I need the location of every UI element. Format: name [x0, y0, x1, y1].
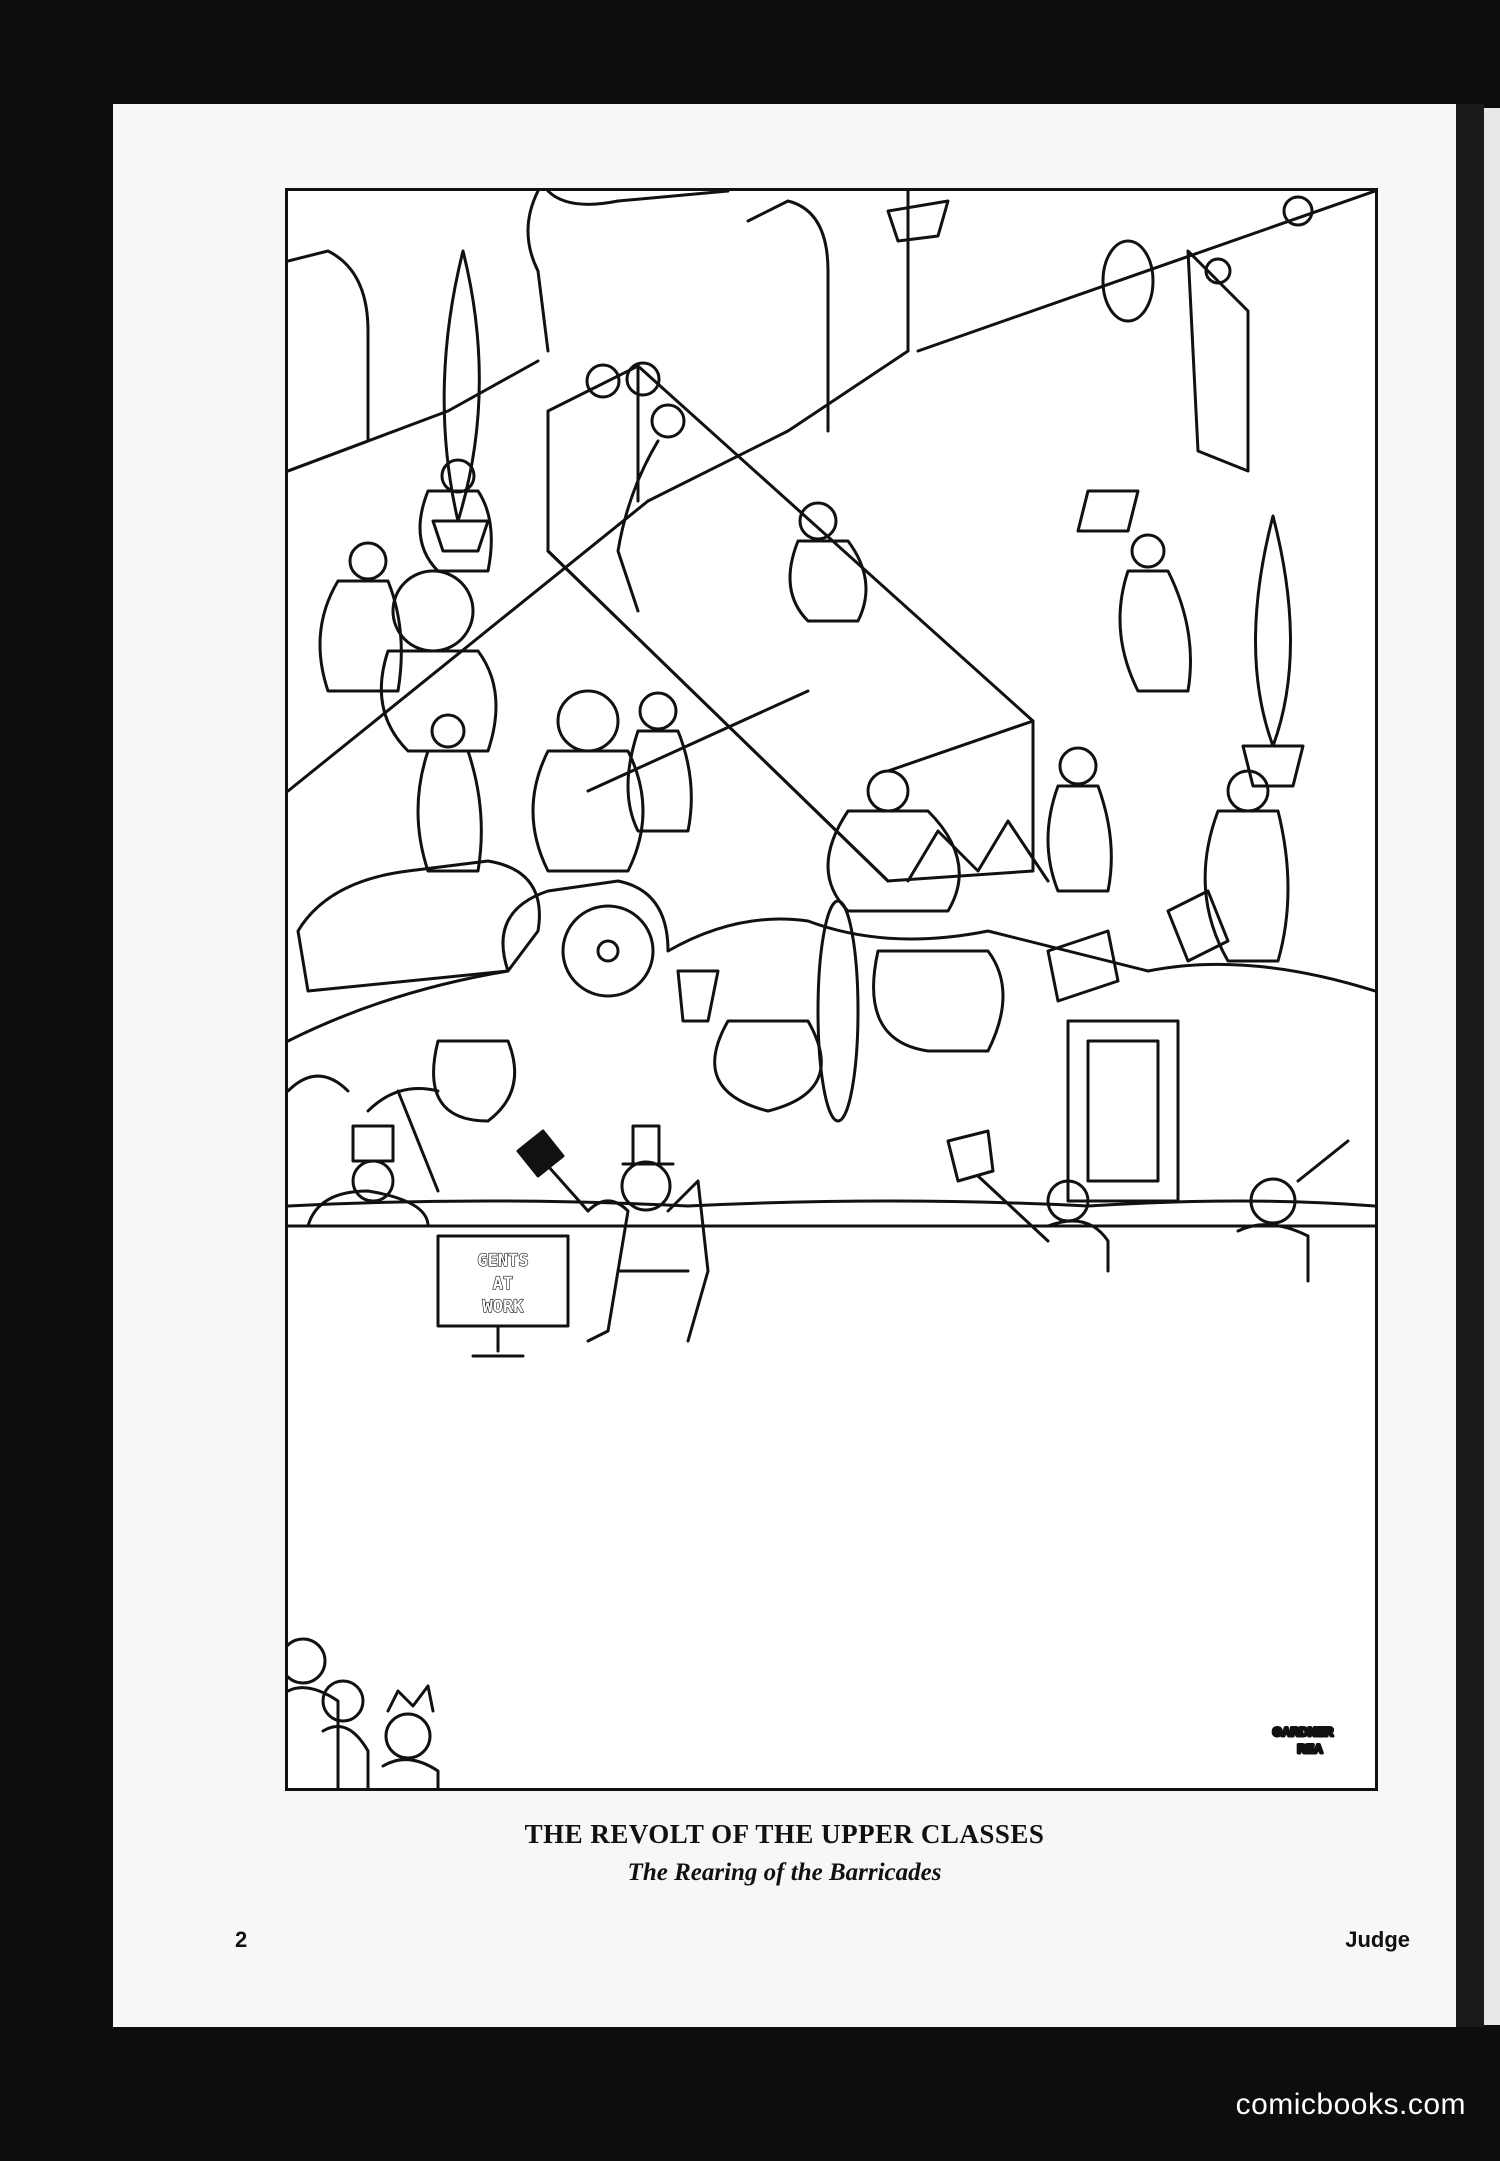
magazine-name: Judge — [1345, 1927, 1410, 1952]
figures-top — [318, 361, 1113, 913]
potted-tree-left — [431, 249, 490, 553]
caption-title: THE REVOLT OF THE UPPER CLASSES — [524, 1819, 1045, 1849]
artist-signature: GARDNER REA — [1271, 1724, 1335, 1758]
next-page-edge — [1484, 108, 1500, 2025]
onlookers — [288, 1637, 440, 1788]
page-number: 2 — [235, 1927, 248, 1952]
potted-tree-right — [1241, 514, 1305, 788]
street-curb — [288, 1199, 1375, 1208]
page-binding-shadow — [1456, 104, 1484, 2027]
barricade-pile — [288, 819, 1375, 1203]
gents-at-work-sign: GENTS AT WORK — [436, 1234, 570, 1358]
signature-line-1: GARDNER — [1273, 1725, 1334, 1739]
flying-furniture — [886, 195, 1314, 963]
signature-line-2: REA — [1297, 1742, 1323, 1756]
large-crate — [546, 364, 1035, 883]
magazine-page: GENTS AT WORK — [113, 104, 1456, 2027]
sign-line-2: AT — [493, 1274, 513, 1294]
caption-subtitle: The Rearing of the Barricades — [627, 1859, 942, 1886]
worker-pickaxe — [306, 1087, 440, 1228]
cartoon-illustration: GENTS AT WORK — [285, 188, 1378, 1791]
sign-line-1: GENTS — [477, 1251, 528, 1271]
foreman-with-flag — [516, 1124, 710, 1343]
sign-line-3: WORK — [483, 1297, 525, 1317]
watermark: comicbooks.com — [1235, 2088, 1466, 2121]
background-architecture — [288, 191, 1375, 793]
worker-shovel — [946, 1129, 1350, 1283]
